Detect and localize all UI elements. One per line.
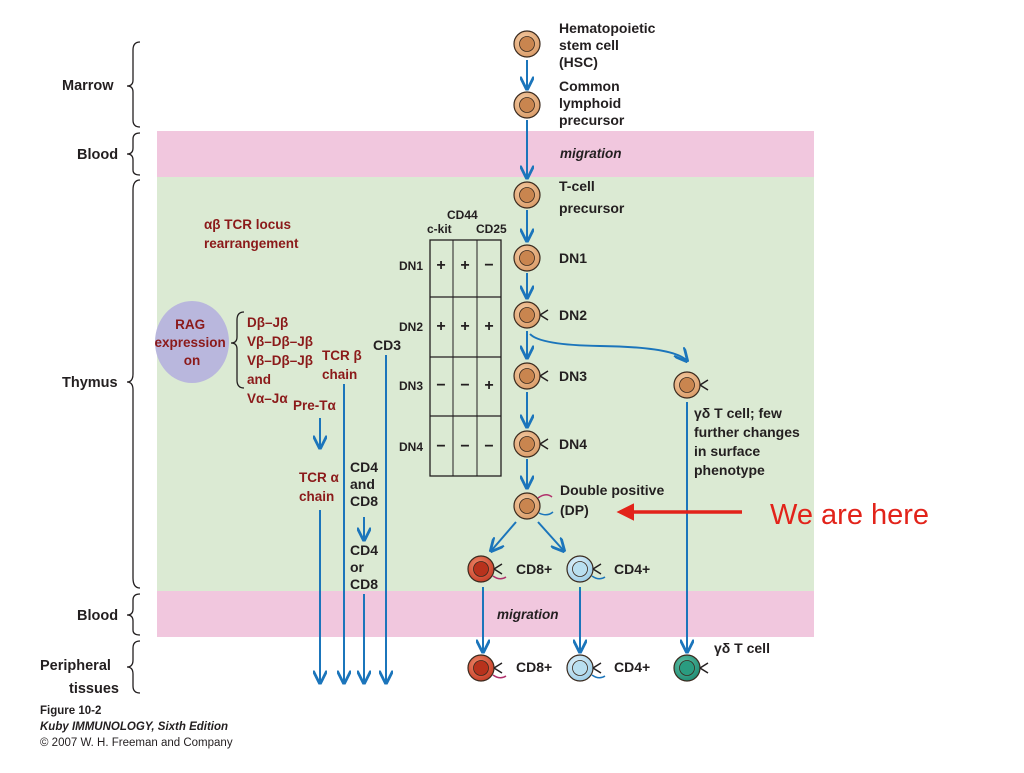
- rag-circle: [155, 301, 229, 383]
- table-header-ckit: c-kit: [427, 222, 452, 236]
- copyright-line: © 2007 W. H. Freeman and Company: [40, 737, 233, 749]
- thymus-brace: [126, 179, 141, 589]
- dp-label: Double positive (DP): [560, 482, 668, 518]
- thymus-region: [157, 177, 814, 591]
- table-row-dn1-label: DN1: [399, 259, 423, 273]
- dn1-cell: [513, 244, 541, 272]
- table-cell: +: [436, 318, 445, 335]
- cd8-thymus-label: CD8+: [516, 561, 552, 577]
- dn2-cell: [513, 301, 549, 329]
- gd-thymus-label: γδ T cell; few further changes in surfac…: [694, 405, 804, 478]
- cd3-label: CD3: [373, 337, 401, 353]
- gd-periph-cell: [673, 654, 709, 682]
- cd4-periph-label: CD4+: [614, 659, 650, 675]
- dn3-label: DN3: [559, 368, 587, 384]
- table-cell: −: [436, 438, 445, 455]
- table-cell: +: [436, 257, 445, 274]
- cd4-or-cd8-label: CD4 or CD8: [350, 542, 382, 592]
- region-tissues-label: tissues: [69, 681, 119, 697]
- table-cell: +: [460, 257, 469, 274]
- cd8-periph-label: CD8+: [516, 659, 552, 675]
- table-cell: −: [484, 438, 493, 455]
- peripheral-brace: [126, 640, 141, 694]
- callout-text: We are here: [770, 499, 929, 531]
- rearrangement-title: αβ TCR locus rearrangement: [204, 217, 299, 251]
- migration-label-bottom: migration: [497, 607, 559, 622]
- dn3-cell: [513, 362, 549, 390]
- marker-table: [429, 239, 502, 477]
- rag-label: RAG expression on: [154, 317, 229, 368]
- table-header-cd44: CD44: [447, 208, 478, 222]
- tcr-beta-label: TCR β chain: [322, 348, 366, 382]
- gd-thymus-cell: [673, 371, 709, 399]
- book-title: Kuby IMMUNOLOGY, Sixth Edition: [40, 721, 228, 733]
- tcr-alpha-label: TCR α chain: [299, 470, 343, 504]
- table-header-cd25: CD25: [476, 222, 507, 236]
- migration-label-top: migration: [560, 146, 622, 161]
- blood-top-brace: [126, 132, 141, 176]
- cd4-and-cd8-label: CD4 and CD8: [350, 459, 382, 509]
- figure-number: Figure 10-2: [40, 705, 101, 717]
- region-peripheral-label: Peripheral: [40, 658, 111, 674]
- cd8-periph-cell: [467, 654, 507, 682]
- hsc-cell: [513, 30, 541, 58]
- dp-cell: [513, 492, 554, 520]
- dn4-cell: [513, 430, 549, 458]
- clp-label: Common lymphoid precursor: [559, 78, 625, 128]
- table-cell: +: [460, 318, 469, 335]
- rearrangement-steps: Dβ–Jβ Vβ–Dβ–Jβ Vβ–Dβ–Jβ and Vα–Jα: [247, 315, 317, 406]
- blood-band-top: [157, 131, 814, 177]
- table-row-dn3-label: DN3: [399, 379, 423, 393]
- table-cell: −: [460, 377, 469, 394]
- cd8-thymus-cell: [467, 555, 507, 583]
- gd-periph-label: γδ T cell: [714, 640, 770, 656]
- table-row-dn4-label: DN4: [399, 440, 423, 454]
- blood-bottom-brace: [126, 593, 141, 636]
- table-row-dn2-label: DN2: [399, 320, 423, 334]
- marrow-brace: [126, 41, 141, 128]
- region-blood-bottom-label: Blood: [77, 608, 118, 624]
- region-thymus-label: Thymus: [62, 375, 118, 391]
- blood-band-bottom: [157, 591, 814, 637]
- cd4-periph-cell: [566, 654, 606, 682]
- region-blood-top-label: Blood: [77, 147, 118, 163]
- cd4-thymus-cell: [566, 555, 606, 583]
- pre-t-label: Pre-Tα: [293, 398, 337, 413]
- rag-brace: [230, 311, 245, 389]
- table-cell: −: [484, 257, 493, 274]
- table-cell: +: [484, 377, 493, 394]
- hsc-label: Hematopoietic stem cell (HSC): [559, 20, 659, 70]
- dn4-label: DN4: [559, 436, 587, 452]
- region-marrow-label: Marrow: [62, 78, 114, 94]
- lineage-arrows: [320, 60, 687, 683]
- dn1-label: DN1: [559, 250, 587, 266]
- cd4-thymus-label: CD4+: [614, 561, 650, 577]
- table-cell: −: [436, 377, 445, 394]
- table-cell: −: [460, 438, 469, 455]
- tcell-precursor-cell: [513, 181, 541, 209]
- tcell-precursor-label: T-cell precursor: [559, 178, 625, 216]
- table-cell: +: [484, 318, 493, 335]
- dn2-label: DN2: [559, 307, 587, 323]
- clp-cell: [513, 91, 541, 119]
